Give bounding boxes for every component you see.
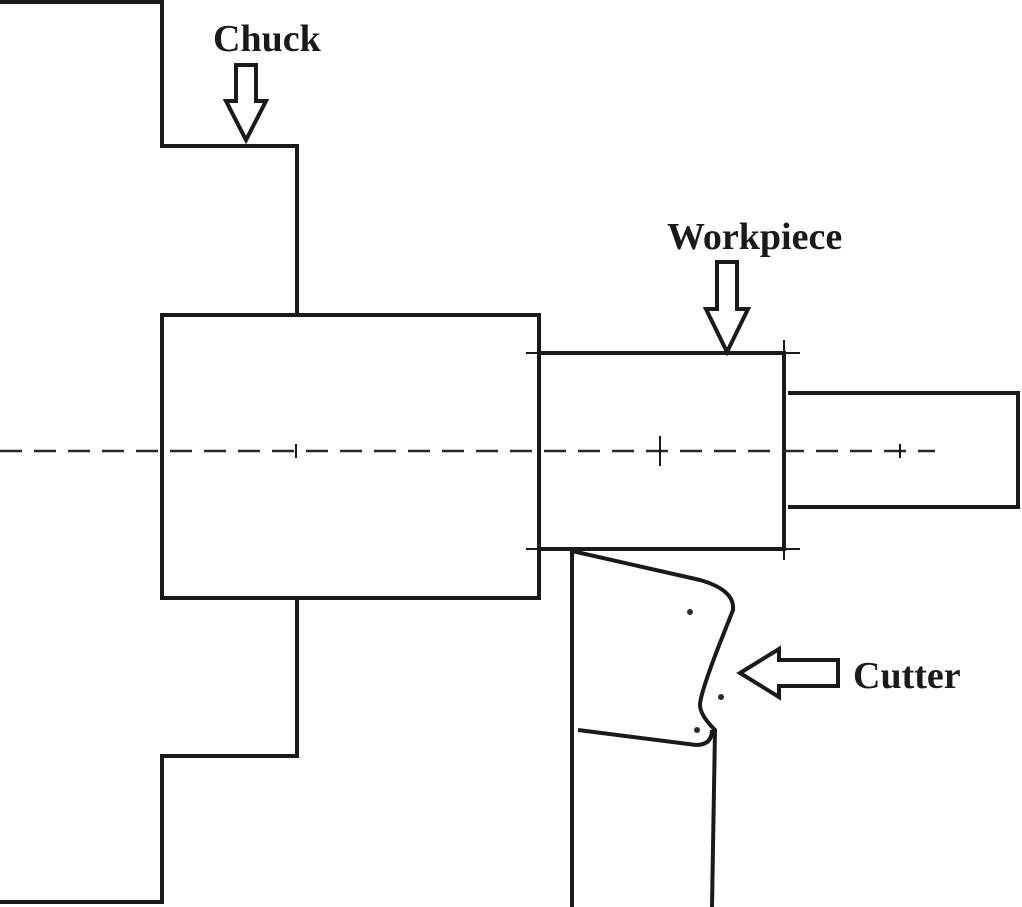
chuck-arrow bbox=[222, 63, 270, 145]
workpiece-arrow bbox=[702, 260, 752, 357]
cutter-screw-3 bbox=[694, 727, 700, 733]
chuck-label: Chuck bbox=[213, 18, 322, 60]
cutter-label: Cutter bbox=[853, 655, 961, 697]
cutter-screw-1 bbox=[687, 609, 693, 615]
workpiece-label: Workpiece bbox=[667, 216, 842, 258]
cutter-screw-2 bbox=[718, 694, 724, 700]
turned-section bbox=[788, 391, 1020, 509]
cutter-tool bbox=[570, 549, 736, 907]
cutter-arrow bbox=[736, 645, 840, 701]
chuck-body bbox=[160, 313, 541, 600]
